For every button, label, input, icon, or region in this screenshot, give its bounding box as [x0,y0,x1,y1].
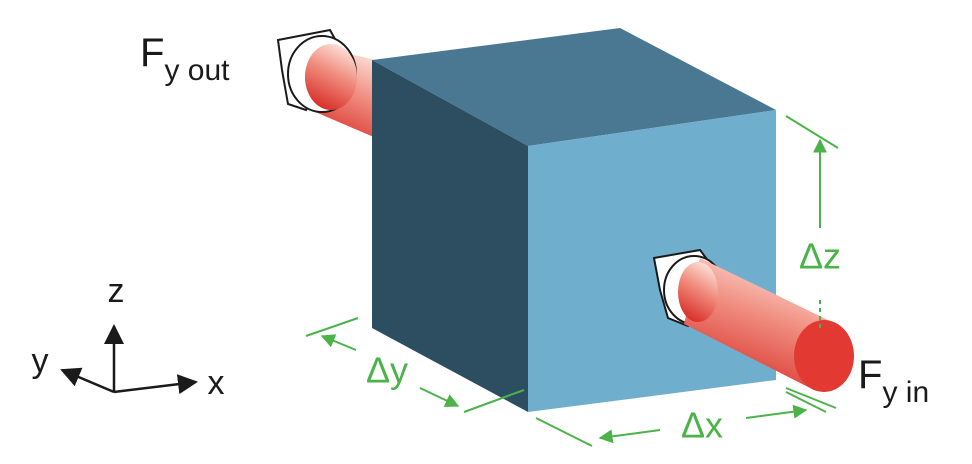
flux-in-subscript: y in [882,376,929,409]
control-volume-cube [372,28,776,412]
dimension-dx: Δx [535,391,827,447]
svg-text:Fy out: Fy out [140,31,230,87]
dimension-dy: Δy [305,317,525,413]
dimension-dz: Δz [785,115,841,409]
label-dz: Δz [799,236,841,277]
svg-text:Fy in: Fy in [858,353,929,409]
flux-in-label: Fy in [858,353,929,409]
axis-y-arrow [60,367,115,394]
cube-top-face [372,28,776,146]
flux-in-tube-end [794,320,854,392]
axis-z-label: z [108,272,125,310]
flux-in-symbol: F [858,353,882,397]
coordinate-axes: z x y [32,272,225,402]
axis-x-label: x [208,364,225,402]
label-dx: Δx [681,405,723,446]
flux-out-tube [276,28,376,138]
flux-in-tube [652,248,854,392]
cube-left-face [372,60,528,412]
flux-out-symbol: F [140,31,164,75]
label-dy: Δy [366,350,408,391]
axis-y-label: y [32,342,49,380]
cube-front-face [528,110,776,412]
flux-out-label: Fy out [140,31,230,87]
flux-out-subscript: y out [164,54,230,87]
axis-x-arrow [113,374,198,395]
